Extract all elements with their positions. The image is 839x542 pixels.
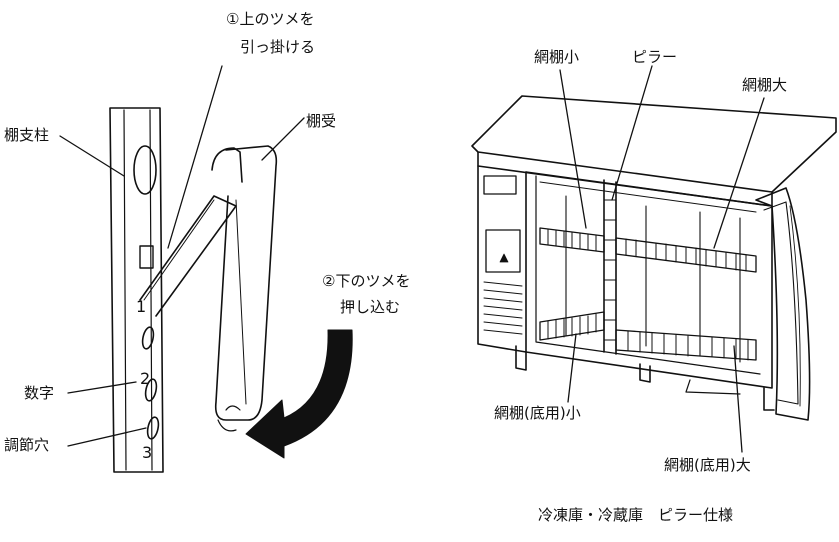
shelf-bracket [139, 145, 278, 432]
shelf-bracket-label: 棚受 [306, 112, 337, 130]
fridge-body [471, 95, 837, 411]
leader-lines-right [559, 65, 765, 453]
adjust-hole-label: 調節穴 [4, 436, 50, 454]
fridge-door [755, 187, 811, 421]
step2-line2-label: 押し込む [340, 298, 401, 316]
bottom-shelf-large-label: 網棚(底用)大 [664, 456, 751, 474]
step1-line2-label: 引っ掛ける [240, 38, 316, 56]
post-number-3: 3 [142, 443, 153, 462]
step2-line1-label: ②下のツメを [322, 272, 411, 290]
number-label: 数字 [24, 384, 55, 402]
post-number-2: 2 [140, 369, 151, 388]
shelf-post-label: 棚支柱 [4, 126, 50, 144]
leader-lines-left [59, 65, 305, 447]
bottom-shelf-small-label: 網棚(底用)小 [494, 404, 581, 422]
pillar-label: ピラー [632, 48, 678, 66]
adjust-holes [141, 326, 160, 440]
shelf-small-label: 網棚小 [534, 48, 580, 66]
step1-line1-label: ①上のツメを [226, 10, 315, 28]
shelf-large-label: 網棚大 [742, 76, 788, 94]
diagram-caption: 冷凍庫・冷蔵庫 ピラー仕様 [538, 506, 734, 524]
post-number-1: 1 [136, 297, 147, 316]
pillar [603, 179, 617, 355]
wire-shelves [539, 195, 757, 363]
push-arrow [245, 329, 353, 459]
